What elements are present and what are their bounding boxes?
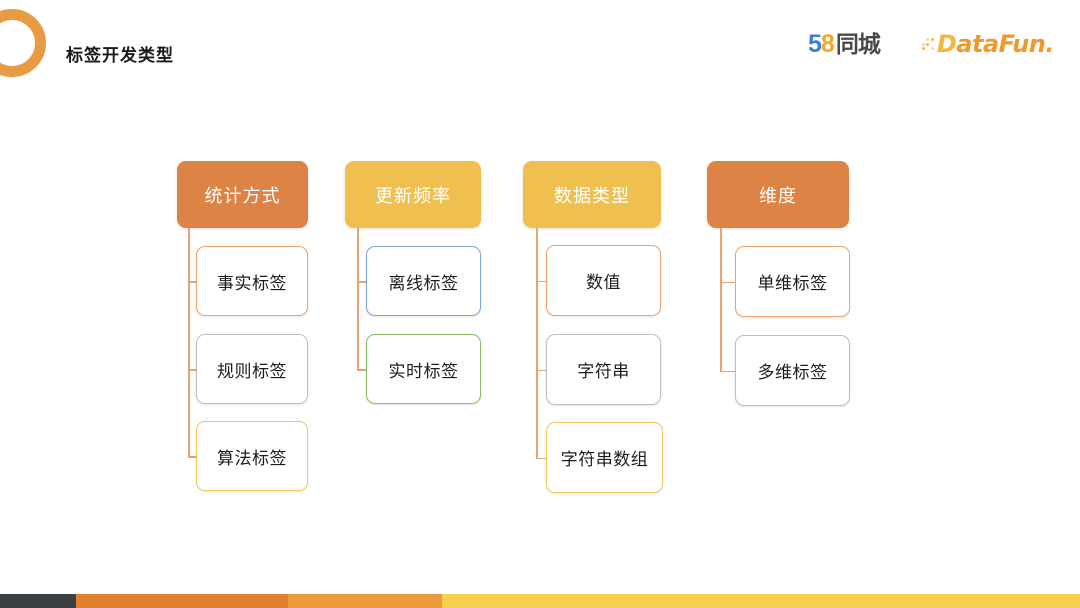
tree-node-col-statistics-0[interactable]: 事实标签: [196, 246, 308, 316]
tree-node-col-datatype-1[interactable]: 字符串: [546, 334, 661, 405]
footer-segment-orange-dark: [76, 594, 288, 608]
connector-branch-col-dimension-0: [720, 281, 735, 284]
datafun-logo-text: DataFun.: [936, 30, 1055, 58]
tree-node-col-frequency-0[interactable]: 离线标签: [366, 246, 481, 316]
connector-branch-col-datatype-0: [536, 280, 546, 283]
datafun-logo-initial: D: [936, 30, 957, 58]
datafun-logo: DataFun.: [921, 30, 1055, 58]
wuba-logo-digit-8: 8: [820, 29, 835, 58]
slide-header: 标签开发类型 5 8 同城 DataFun.: [0, 0, 1080, 96]
footer-segment-yellow: [442, 594, 1080, 608]
connector-branch-col-statistics-1: [188, 369, 196, 371]
tree-node-col-frequency-1[interactable]: 实时标签: [366, 334, 481, 404]
connector-trunk-col-statistics: [188, 228, 190, 456]
connector-trunk-col-frequency: [357, 228, 359, 369]
wuba-logo: 5 8 同城: [808, 29, 881, 58]
wuba-logo-digit-5: 5: [808, 29, 822, 58]
connector-branch-col-datatype-1: [536, 369, 546, 372]
tree-node-col-datatype-2[interactable]: 字符串数组: [546, 422, 663, 493]
tree-node-col-datatype-0[interactable]: 数值: [546, 245, 661, 316]
decorative-ring-icon: [0, 9, 46, 77]
connector-branch-col-statistics-0: [188, 281, 196, 283]
datafun-logo-rest: ataFun.: [956, 30, 1054, 58]
wuba-logo-text: 同城: [835, 30, 881, 57]
tree-node-col-statistics-1[interactable]: 规则标签: [196, 334, 308, 404]
connector-trunk-col-datatype: [536, 228, 538, 458]
page-title: 标签开发类型: [66, 46, 174, 65]
footer-segment-orange-light: [288, 594, 442, 608]
tree-node-col-statistics-2[interactable]: 算法标签: [196, 421, 308, 491]
tree-head-col-datatype[interactable]: 数据类型: [523, 161, 661, 228]
footer-segment-dark: [0, 594, 76, 608]
tree-node-col-dimension-1[interactable]: 多维标签: [735, 335, 850, 406]
logo-group: 5 8 同城 DataFun.: [808, 30, 1054, 58]
label-type-diagram: 统计方式事实标签规则标签算法标签 更新频率离线标签实时标签 数据类型数值字符串字符串…: [177, 161, 850, 493]
connector-branch-col-frequency-0: [357, 281, 366, 283]
tree-head-col-frequency[interactable]: 更新频率: [345, 161, 481, 228]
connector-branch-col-frequency-1: [357, 369, 366, 371]
connector-branch-col-statistics-2: [188, 456, 196, 458]
footer-color-bar: [0, 594, 1080, 608]
datafun-dots-icon: [921, 38, 934, 50]
tree-node-col-dimension-0[interactable]: 单维标签: [735, 246, 850, 317]
connector-branch-col-dimension-1: [720, 370, 735, 373]
tree-head-col-dimension[interactable]: 维度: [707, 161, 849, 228]
connector-branch-col-datatype-2: [536, 457, 546, 460]
tree-head-col-statistics[interactable]: 统计方式: [177, 161, 308, 228]
connector-trunk-col-dimension: [720, 228, 722, 371]
